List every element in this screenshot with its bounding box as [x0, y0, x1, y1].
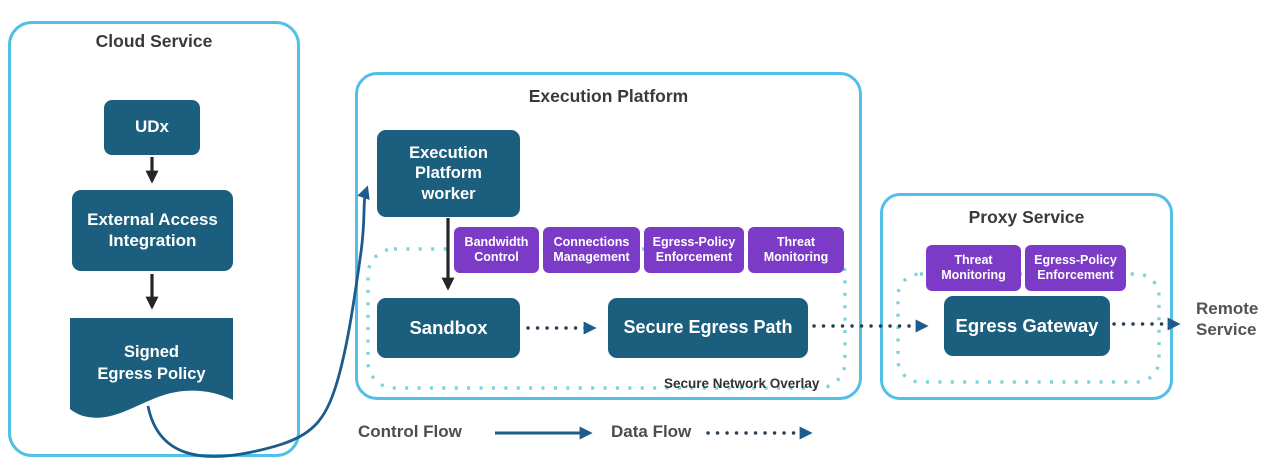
badge-proxy-egress-policy-enforcement: Egress-Policy Enforcement: [1025, 245, 1126, 291]
remote-service-label: Remote Service: [1196, 299, 1259, 340]
secure-egress-path-node: Secure Egress Path: [608, 298, 808, 358]
badge-threat-monitoring: Threat Monitoring: [748, 227, 844, 273]
secure-network-overlay-label: Secure Network Overlay: [664, 376, 820, 391]
legend-control-flow-label: Control Flow: [358, 422, 462, 441]
badge-proxy-threat-monitoring: Threat Monitoring: [926, 245, 1021, 291]
sandbox-node: Sandbox: [377, 298, 520, 358]
proxy-service-title: Proxy Service: [968, 207, 1085, 227]
badge-connections-management: Connections Management: [543, 227, 640, 273]
badge-egress-policy-enforcement: Egress-Policy Enforcement: [644, 227, 744, 273]
signed-egress-policy-label: Signed Egress Policy: [97, 342, 206, 383]
proxy-service-container: [880, 193, 1173, 400]
execution-platform-worker-node: Execution Platform worker: [377, 130, 520, 217]
execution-platform-title: Execution Platform: [528, 86, 689, 106]
egress-gateway-node: Egress Gateway: [944, 296, 1110, 356]
external-access-integration-node: External Access Integration: [72, 190, 233, 271]
signed-egress-policy-node: Signed Egress Policy: [70, 318, 233, 418]
badge-bandwidth-control: Bandwidth Control: [454, 227, 539, 273]
legend-data-flow-label: Data Flow: [611, 422, 692, 441]
cloud-service-title: Cloud Service: [95, 31, 213, 51]
udx-node: UDx: [104, 100, 200, 155]
